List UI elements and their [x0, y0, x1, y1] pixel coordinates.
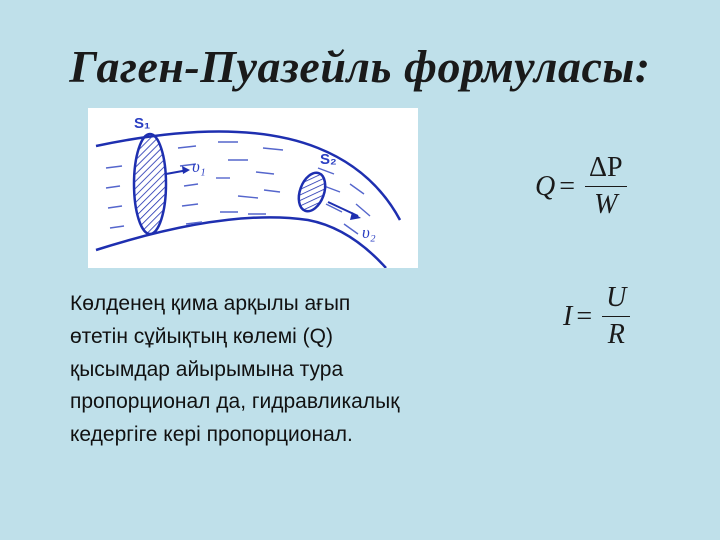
label-v2: υ₂ [362, 223, 376, 242]
description-line: кедергіге кері пропорционал. [70, 423, 353, 446]
ohm-formula: I = U R [563, 282, 631, 351]
description-line: пропорционал да, гидравликалық [70, 390, 400, 414]
pipe-lower-wall [95, 216, 387, 268]
equals-sign: = [576, 300, 593, 332]
label-v1: υ₁ [192, 157, 206, 176]
velocity-arrow-v1 [165, 166, 190, 175]
description-line: қысымдар айырымына тура [70, 357, 344, 381]
flow-lines [105, 141, 371, 235]
formula-lhs: Q [535, 170, 556, 202]
fraction: ΔP W [585, 152, 627, 221]
label-s2: S₂ [320, 151, 337, 168]
pipe-flow-svg: S₁ S₂ υ₁ υ₂ [95, 115, 402, 268]
label-s1: S₁ [134, 115, 150, 132]
pipe-flow-diagram: S₁ S₂ υ₁ υ₂ [88, 108, 418, 268]
equals-sign: = [559, 170, 576, 202]
numerator: U [602, 282, 631, 317]
description-line: Көлденең қима арқылы ағып [70, 292, 351, 315]
slide-title: Гаген-Пуазейль формуласы: [69, 41, 651, 92]
denominator: R [607, 319, 625, 350]
velocity-arrow-v2 [327, 201, 361, 220]
numerator: ΔP [585, 152, 627, 187]
description-text: Көлденең қима арқылы ағып өтетін сұйықты… [70, 288, 540, 452]
pipe-upper-wall [95, 130, 402, 221]
cross-section-s2 [297, 171, 327, 213]
description-line: өтетін сұйықтың көлемі (Q) [70, 324, 333, 348]
formula-lhs: I [563, 300, 573, 332]
denominator: W [594, 189, 618, 220]
cross-section-s1 [132, 132, 168, 236]
poiseuille-formula: Q = ΔP W [535, 152, 627, 221]
fraction: U R [602, 282, 631, 351]
